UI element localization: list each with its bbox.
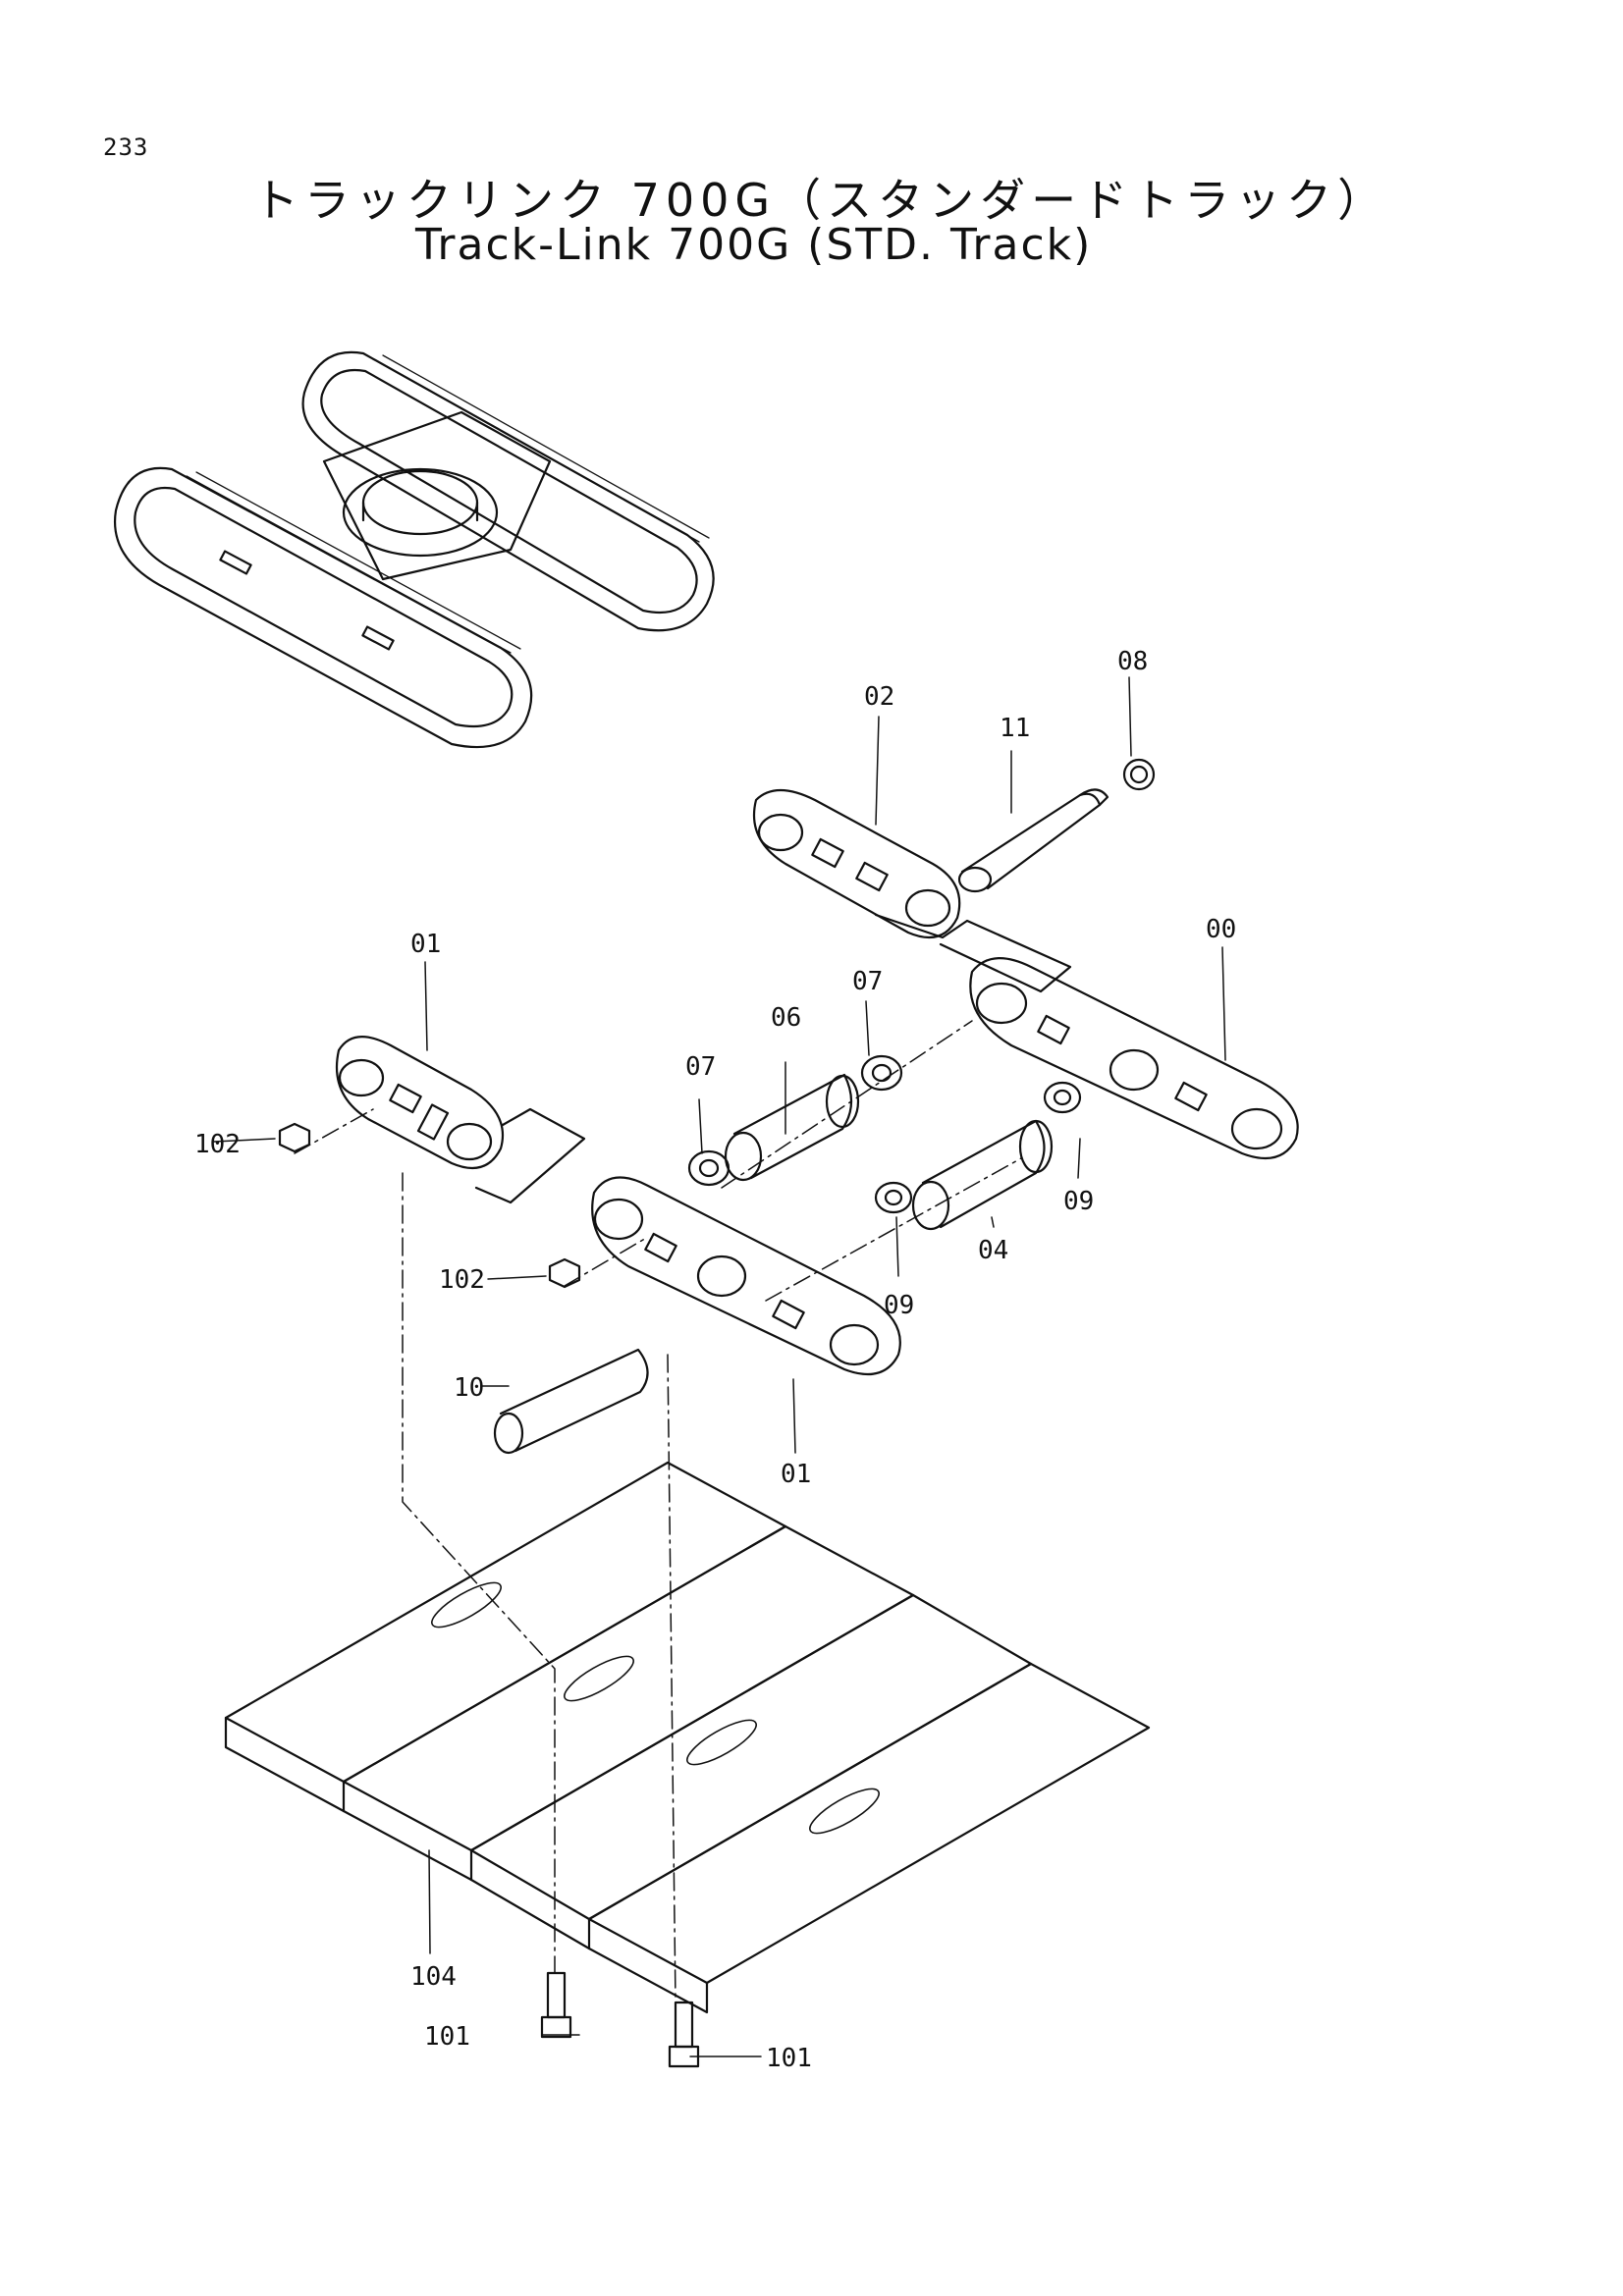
link-part-02 [752, 789, 1072, 993]
master-pin-part-11 [957, 788, 1109, 893]
callout-101-left: 101 [424, 2022, 470, 2052]
callout-01-top: 01 [410, 930, 441, 959]
callout-01-bottom: 01 [781, 1460, 811, 1489]
callout-08: 08 [1117, 647, 1148, 676]
callout-102-bottom: 102 [439, 1265, 485, 1295]
page-number: 233 [103, 133, 149, 161]
callout-102-top: 102 [194, 1130, 241, 1159]
link-part-01-left [335, 1036, 586, 1204]
callout-10: 10 [454, 1373, 484, 1403]
callout-labels: 02 11 08 00 01 07 06 07 09 04 09 102 102… [194, 647, 1236, 2073]
undercarriage-illustration [114, 350, 715, 749]
track-shoes-part-104 [224, 1461, 1151, 2014]
title-japanese: トラックリンク 700G（スタンダードトラック） [253, 174, 1389, 227]
callout-09-right: 09 [1063, 1187, 1094, 1216]
callout-104: 104 [410, 1962, 457, 1992]
callout-04: 04 [978, 1236, 1008, 1265]
pin-part-10 [493, 1348, 649, 1455]
callout-11: 11 [1000, 714, 1030, 743]
bushing-part-06 [724, 1073, 860, 1182]
callout-07-right: 07 [852, 967, 883, 996]
bushing-part-04 [911, 1119, 1054, 1231]
callout-07-left: 07 [685, 1052, 716, 1082]
leader-lines [213, 676, 1226, 2057]
title-english: Track-Link 700G (STD. Track) [415, 220, 1093, 270]
nut-part-102 [278, 1122, 581, 1289]
callout-09-center: 09 [884, 1291, 914, 1320]
callout-101-right: 101 [766, 2044, 812, 2073]
bolt-part-101 [540, 1971, 700, 2068]
callout-00: 00 [1206, 915, 1236, 944]
link-part-01-center [591, 1176, 901, 1376]
snap-ring-part-08 [1122, 758, 1156, 791]
link-part-00 [969, 957, 1299, 1160]
callout-06: 06 [771, 1003, 801, 1033]
callout-02: 02 [864, 682, 894, 712]
seal-rings [687, 1054, 1082, 1214]
assembly-lines [294, 1020, 1022, 2003]
